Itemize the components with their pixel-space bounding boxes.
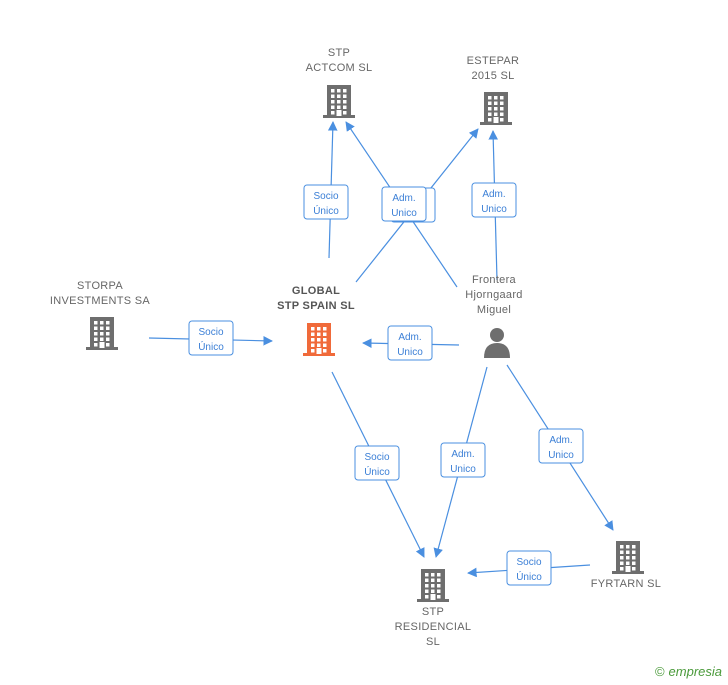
edge-badge[interactable]: Adm. Unico [538,428,584,464]
person-icon [484,328,510,358]
badge-box [354,445,400,481]
badge-box [188,320,234,356]
badge-label-line: Unico [548,450,574,461]
badge-label-line: Adm. [451,449,474,460]
node-label-line: ESTEPAR [467,55,520,67]
badge-label-line: Adm. [549,435,572,446]
node-label-line: STP SPAIN SL [277,300,355,312]
building-icon [612,541,644,574]
badge-box [471,182,517,218]
badge-label-line: Socio [364,452,389,463]
badge-label-line: Unico [397,347,423,358]
node-estepar[interactable]: ESTEPAR 2015 SL [467,55,520,125]
building-icon [303,323,335,356]
node-residencial[interactable]: STP RESIDENCIAL SL [395,569,472,648]
badge-label-line: Único [198,340,224,353]
node-label-line: Hjorngaard [465,289,522,301]
badge-box [440,442,486,478]
badge-label-line: Único [364,465,390,478]
building-icon [86,317,118,350]
node-label-line: STP [328,47,350,59]
nodes-layer: STP ACTCOM SL ESTEPAR 2015 SL STORPA INVESTME… [50,47,661,648]
node-label-line: STP [422,606,444,618]
badge-label-line: Unico [450,464,476,475]
copyright-symbol: © [654,664,665,679]
badge-box [506,550,552,586]
node-label-line: RESIDENCIAL [395,621,472,633]
badge-label-line: Único [516,570,542,583]
node-label-line: Frontera [472,274,517,286]
edge-badge[interactable]: Adm. Unico [381,186,427,222]
badge-box [538,428,584,464]
badge-label-line: Unico [391,208,417,219]
node-label-line: Miguel [477,304,511,316]
node-label-line: FYRTARN SL [591,578,661,590]
node-label-line: ACTCOM SL [306,62,373,74]
node-label-line: GLOBAL [292,285,340,297]
badge-label-line: Adm. [392,193,415,204]
brand-logo-text: empresia [668,664,722,679]
node-label-line: INVESTMENTS SA [50,295,151,307]
node-label-line: SL [426,636,440,648]
node-fyrtarn[interactable]: FYRTARN SL [591,541,661,590]
badge-label-line: Socio [198,327,223,338]
building-icon [323,85,355,118]
badge-box [387,325,433,361]
badge-label-line: Socio [313,191,338,202]
building-icon [480,92,512,125]
badge-label-line: Adm. [482,189,505,200]
building-icon [417,569,449,602]
node-actcom[interactable]: STP ACTCOM SL [306,47,373,118]
badge-label-line: Socio [516,557,541,568]
node-global[interactable]: GLOBAL STP SPAIN SL [277,285,355,356]
node-storpa[interactable]: STORPA INVESTMENTS SA [50,280,151,350]
badges-layer: SocioÚnicoSocioÚnicoAdm.UnicoAdm.UnicoSo… [188,182,584,586]
badge-label-line: Unico [481,204,507,215]
copyright-footer[interactable]: ©empresia [655,664,722,679]
badge-label-line: Adm. [398,332,421,343]
badge-box [303,184,349,220]
node-label-line: 2015 SL [471,70,514,82]
edge-badge[interactable]: Adm. Unico [440,442,486,478]
badge-label-line: Único [313,204,339,217]
edge-badge[interactable]: Adm. Unico [471,182,517,218]
badge-box [381,186,427,222]
node-label-line: STORPA [77,280,123,292]
edge-badge[interactable]: Adm. Unico [387,325,433,361]
